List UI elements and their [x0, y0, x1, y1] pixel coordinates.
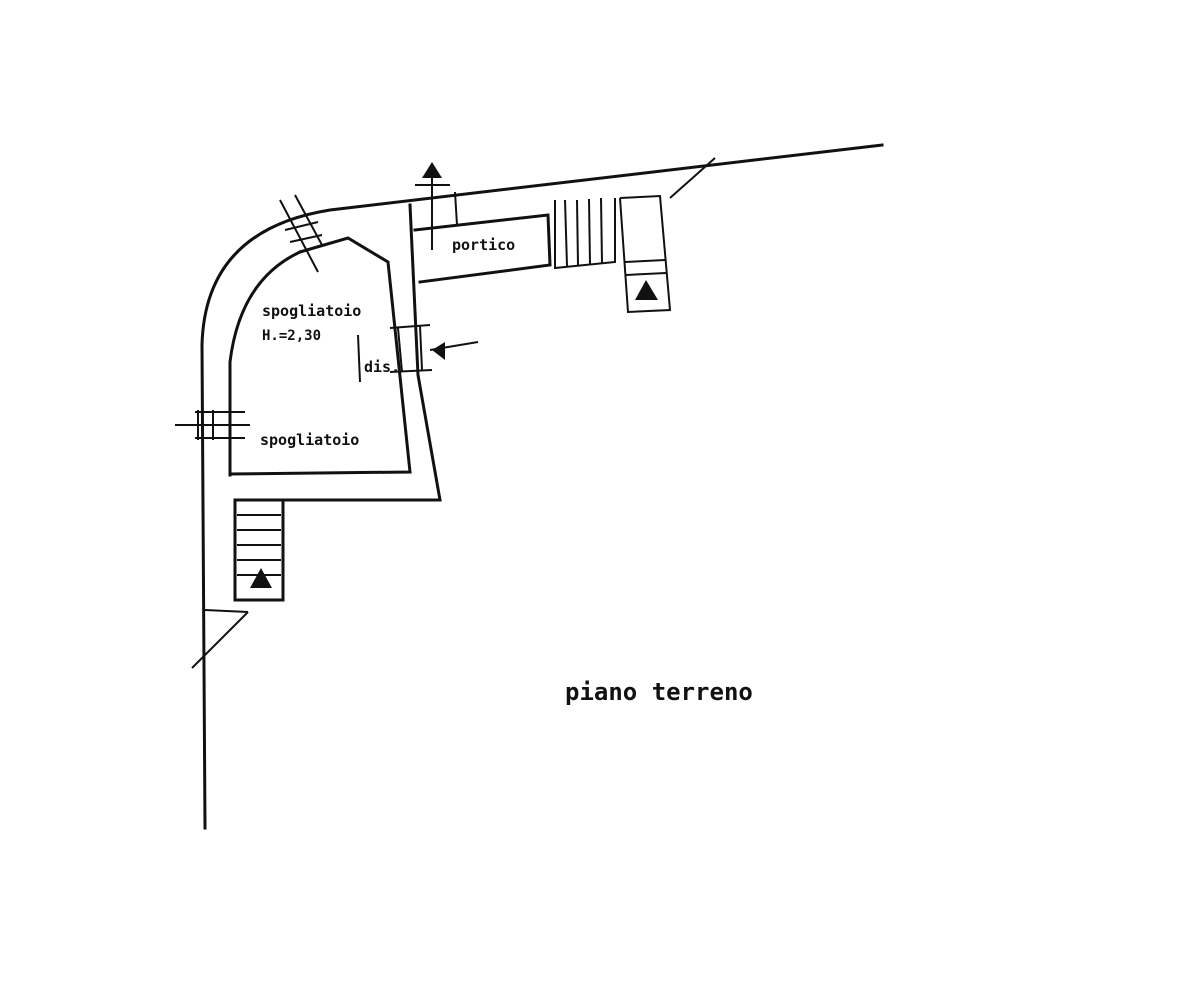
- arrow-icon: [635, 280, 658, 300]
- room-height-label: H.=2,30: [262, 328, 321, 344]
- room-label-hallway: dis.: [364, 358, 400, 376]
- arrow-icon: [422, 162, 442, 178]
- stairs: [237, 197, 667, 576]
- room-label-changing-room-lower: spogliatoio: [260, 431, 359, 449]
- room-label-changing-room-upper: spogliatoio: [262, 302, 361, 320]
- room-label-portico: portico: [452, 236, 515, 254]
- arrow-icon: [432, 342, 445, 360]
- entry-arrow-icons: [250, 162, 658, 588]
- floor-title: piano terreno: [565, 678, 753, 706]
- outer-walls: [191, 143, 884, 830]
- arrow-icon: [250, 568, 272, 588]
